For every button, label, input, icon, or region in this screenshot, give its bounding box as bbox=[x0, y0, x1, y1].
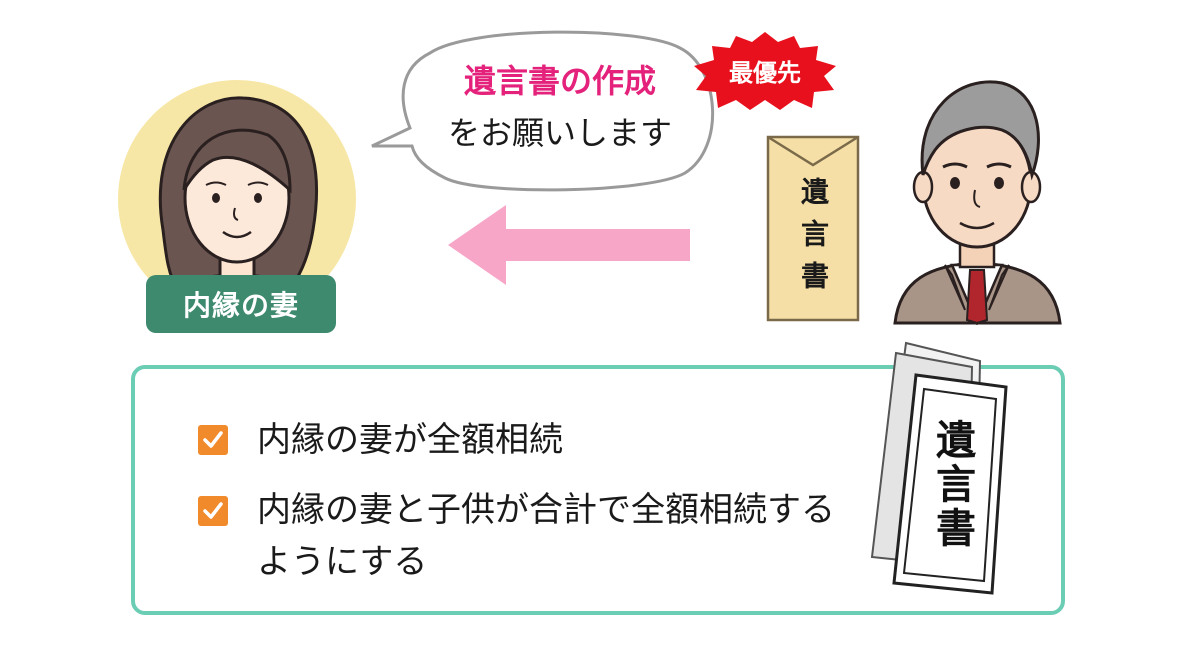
starburst-badge bbox=[694, 32, 836, 110]
bubble-line-2: をお願いします bbox=[447, 114, 672, 152]
check-icon bbox=[198, 496, 228, 526]
arrow-left-icon bbox=[448, 205, 690, 285]
list-item: 内縁の妻と子供が合計で全額相続するようにする bbox=[257, 490, 835, 582]
check-icon bbox=[198, 425, 228, 455]
speech-bubble bbox=[371, 30, 714, 192]
woman-avatar-circle bbox=[118, 80, 356, 318]
woman-label: 内縁の妻 bbox=[146, 275, 336, 333]
document-icon bbox=[870, 341, 1008, 595]
list-item: 内縁の妻が全額相続 bbox=[257, 420, 563, 460]
bubble-text: 遺言書の作成 をお願いします bbox=[415, 55, 705, 159]
envelope-label: 遺言書 bbox=[797, 177, 830, 303]
envelope-icon bbox=[766, 135, 860, 322]
priority-badge-label: 最優先 bbox=[729, 58, 801, 87]
man-illustration bbox=[893, 80, 1062, 325]
document-label: 遺言書 bbox=[929, 419, 976, 551]
bubble-line-1: 遺言書の作成 bbox=[463, 62, 656, 100]
